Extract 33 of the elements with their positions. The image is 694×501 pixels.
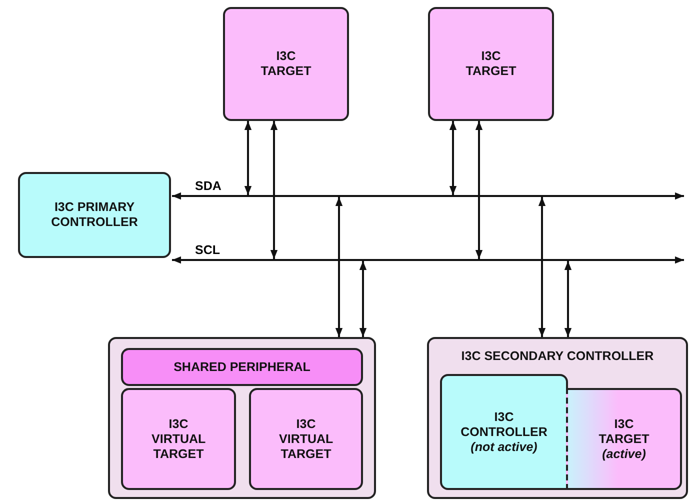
bus-line xyxy=(172,192,684,200)
bus-line xyxy=(172,256,684,264)
status-note: (active) xyxy=(602,446,646,462)
target-box xyxy=(428,7,554,121)
node-label: I3C TARGET xyxy=(598,416,650,446)
secondary-controller-container xyxy=(427,337,688,499)
virtual-target-box xyxy=(121,388,236,490)
arrow xyxy=(475,121,483,259)
target-box xyxy=(566,388,682,490)
node-label: SHARED PERIPHERAL xyxy=(174,360,310,374)
arrow xyxy=(538,197,546,337)
node-label: I3C PRIMARY CONTROLLER xyxy=(51,200,138,230)
target-box xyxy=(223,7,349,121)
arrow xyxy=(244,121,252,195)
node-label: I3C TARGET xyxy=(260,49,312,79)
arrow xyxy=(449,121,457,195)
container-heading: I3C SECONDARY CONTROLLER xyxy=(461,349,654,364)
arrow xyxy=(359,261,367,337)
arrow xyxy=(335,197,343,337)
node-label: I3C VIRTUAL TARGET xyxy=(279,416,333,462)
controller-box xyxy=(440,374,568,490)
node-label: I3C TARGET xyxy=(466,49,516,79)
controller-box xyxy=(18,172,171,258)
node-label: I3C CONTROLLER xyxy=(460,410,548,440)
arrow xyxy=(270,121,278,259)
node-label: I3C VIRTUAL TARGET xyxy=(152,416,206,462)
status-note: (not active) xyxy=(470,440,538,454)
arrow xyxy=(564,261,572,337)
container-box xyxy=(108,337,376,499)
virtual-target-box xyxy=(249,388,363,490)
bus-label: SDA xyxy=(194,180,222,193)
peripheral-bar xyxy=(121,348,363,386)
bus-label: SCL xyxy=(194,244,221,257)
